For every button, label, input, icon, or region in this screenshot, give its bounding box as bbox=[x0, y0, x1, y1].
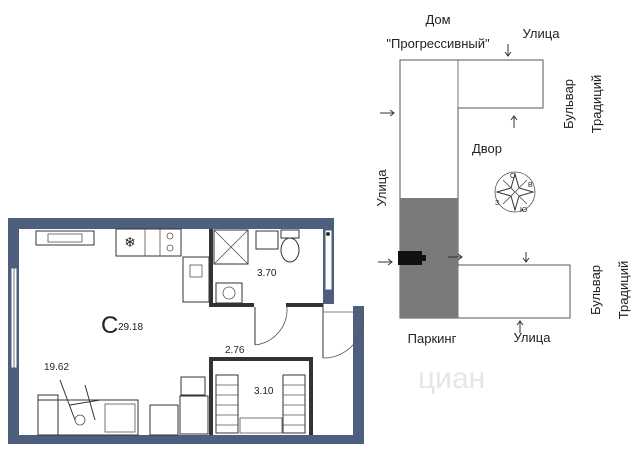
kitchen-unit bbox=[115, 228, 182, 257]
floor-plan: ❄ С 29.18 19.62 3.70 2.76 3 bbox=[8, 218, 364, 444]
bath-wall-bottom-right bbox=[286, 303, 323, 307]
storage-shelf-bottom bbox=[239, 417, 283, 434]
compass-diagonals bbox=[502, 179, 528, 205]
boulevard-top-line2: Традиций bbox=[589, 75, 604, 134]
washing-machine-drum bbox=[222, 286, 236, 300]
storage-shelf-lines-right bbox=[283, 384, 305, 426]
watermark: циан bbox=[418, 362, 485, 395]
stove-burner bbox=[166, 232, 174, 240]
shower bbox=[213, 229, 249, 265]
washbasin bbox=[255, 230, 279, 250]
hall-area-label: 2.76 bbox=[225, 345, 245, 356]
arrow-left-upper bbox=[380, 109, 395, 117]
building-label-line2: "Прогрессивный" bbox=[386, 36, 490, 51]
compass-east: В bbox=[528, 182, 533, 189]
building-label-line1: Дом bbox=[425, 12, 450, 27]
sofa-arm bbox=[37, 394, 59, 436]
street-left-label: Улица bbox=[374, 169, 389, 207]
street-top-label: Улица bbox=[523, 26, 561, 41]
compass-circle bbox=[494, 171, 536, 213]
toilet-tank bbox=[280, 229, 300, 239]
studio-label: С bbox=[101, 312, 118, 339]
window-handle bbox=[326, 232, 330, 236]
wall-top bbox=[8, 218, 334, 229]
wall-right-lower bbox=[353, 306, 364, 444]
site-plan: С В Ю З Дом "Прогрессивный" Улица Двор П… bbox=[374, 12, 631, 346]
storage-wall-top bbox=[209, 357, 312, 361]
desk-chair bbox=[180, 376, 206, 396]
arrow-left-lower bbox=[378, 258, 393, 266]
wall-bottom bbox=[8, 435, 364, 444]
storage-shelf-lines-left bbox=[216, 384, 238, 426]
toilet bbox=[280, 237, 300, 263]
kitchen-sink bbox=[47, 233, 83, 243]
entrance-arrows bbox=[378, 44, 530, 333]
window-right bbox=[324, 229, 333, 291]
sofa-cushion bbox=[104, 403, 136, 433]
storage-wall-right bbox=[309, 357, 313, 435]
arrow-courtyard-bottom bbox=[522, 252, 530, 263]
arrow-bottom-street bbox=[516, 320, 524, 333]
fridge-icon: ❄ bbox=[124, 234, 136, 250]
living-area-label: 19.62 bbox=[44, 362, 69, 373]
arrow-courtyard-left bbox=[448, 253, 463, 261]
cabinet bbox=[182, 256, 210, 303]
shower-diag-2 bbox=[213, 229, 249, 265]
boulevard-bottom-line2: Традиций bbox=[616, 261, 631, 320]
arrow-courtyard-top bbox=[510, 115, 518, 128]
arrow-top-street bbox=[504, 44, 512, 57]
parking-label: Паркинг bbox=[408, 331, 457, 346]
kitchen-counter bbox=[35, 230, 95, 246]
compass-west: З bbox=[495, 200, 499, 207]
boulevard-bottom-line1: Бульвар bbox=[588, 265, 603, 315]
table-round bbox=[74, 414, 86, 426]
boulevard-top-line1: Бульвар bbox=[561, 79, 576, 129]
compass: С В Ю З bbox=[494, 171, 536, 214]
washing-machine bbox=[215, 282, 243, 304]
compass-south: Ю bbox=[520, 207, 527, 214]
cabinet-inner bbox=[189, 264, 203, 278]
storage-wall-left bbox=[209, 357, 213, 435]
storage-shelf-left bbox=[215, 374, 239, 434]
bath-wall-left bbox=[209, 229, 213, 307]
apartment-marker-tab bbox=[422, 255, 426, 261]
desk bbox=[179, 395, 209, 435]
compass-north: С bbox=[510, 173, 515, 180]
stove-burner-2 bbox=[166, 244, 174, 252]
bathroom-area-label: 3.70 bbox=[257, 268, 277, 279]
bath-wall-bottom bbox=[209, 303, 254, 307]
storage-area-label: 3.10 bbox=[254, 386, 274, 397]
bath-door-arc bbox=[254, 306, 288, 346]
apartment-marker bbox=[398, 251, 422, 265]
entrance-door-arc bbox=[322, 311, 364, 359]
sofa bbox=[37, 399, 139, 436]
storage-shelf-right bbox=[282, 374, 306, 434]
armchair bbox=[149, 404, 179, 436]
street-bottom-label: Улица bbox=[514, 330, 552, 345]
courtyard-label: Двор bbox=[472, 141, 502, 156]
main-area-label: 29.18 bbox=[118, 322, 143, 333]
people-sketch bbox=[59, 379, 101, 421]
